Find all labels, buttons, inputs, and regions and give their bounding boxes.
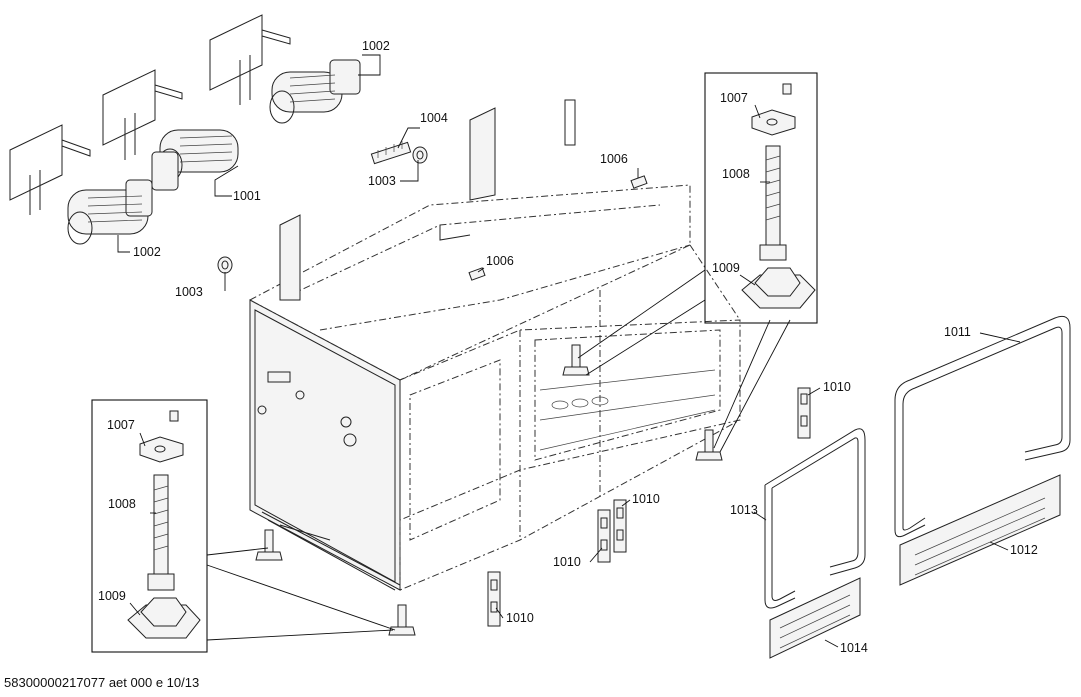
large-door-frame	[894, 315, 1071, 538]
document-reference-footer: 58300000217077 aet 000 e 10/13	[4, 675, 200, 690]
callout-1011: 1011	[944, 325, 971, 339]
callout-1009-left: 1009	[98, 589, 126, 603]
callout-1014: 1014	[840, 641, 868, 655]
leader-lines	[117, 54, 1021, 648]
callout-1007-right: 1007	[720, 91, 748, 105]
callout-1009-right: 1009	[712, 261, 740, 275]
callout-1008-right: 1008	[722, 167, 750, 181]
small-vent-panel	[769, 577, 861, 659]
fan-motor-middle	[102, 69, 239, 191]
callout-1008-left: 1008	[108, 497, 136, 511]
hinge-top-right	[797, 387, 811, 439]
callout-1001: 1001	[233, 189, 261, 203]
callout-1002-upper: 1002	[362, 39, 390, 53]
grommet-upper	[412, 146, 428, 164]
callout-1012: 1012	[1010, 543, 1038, 557]
detail-box-right	[704, 72, 818, 324]
callout-1002-lower: 1002	[133, 245, 161, 259]
detail-connection-lines	[206, 269, 791, 641]
callout-1010-middle-right: 1010	[632, 492, 660, 506]
callout-1006-upper: 1006	[600, 152, 628, 166]
callout-1013: 1013	[730, 503, 758, 517]
hinge-bottom	[487, 571, 501, 627]
callout-1006-lower: 1006	[486, 254, 514, 268]
foot-assembly-right	[741, 83, 816, 309]
callout-1007-left: 1007	[107, 418, 135, 432]
installed-feet	[255, 344, 723, 636]
callout-1010-middle-left: 1010	[553, 555, 581, 569]
detail-box-left	[91, 399, 208, 653]
foot-assembly-left	[127, 410, 201, 639]
callout-labels: 1002 1002 1001 1004 1003 1003 1006 1006 …	[98, 39, 1038, 655]
grommet-lower	[217, 256, 233, 274]
oven-carcass-frame	[248, 99, 741, 591]
sensor-lower	[468, 267, 486, 281]
callout-1003-upper: 1003	[368, 174, 396, 188]
terminal-strip	[370, 141, 412, 165]
hinge-middle-left	[597, 509, 611, 563]
callout-1010-top: 1010	[823, 380, 851, 394]
fan-motor-lower	[9, 124, 153, 245]
callout-1004: 1004	[420, 111, 448, 125]
hinge-middle-right	[613, 499, 627, 553]
sensor-upper	[630, 175, 648, 189]
large-vent-panel	[899, 474, 1061, 586]
callout-1003-lower: 1003	[175, 285, 203, 299]
fan-motor-upper	[209, 14, 361, 124]
small-door-frame	[764, 428, 866, 609]
callout-1010-bottom: 1010	[506, 611, 534, 625]
